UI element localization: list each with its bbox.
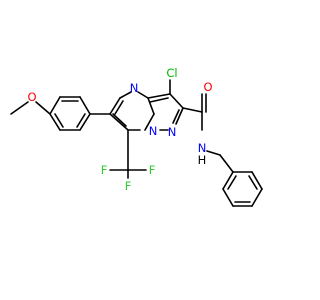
bond-py7-inner [112,113,127,127]
bond-ar1 [49,113,61,131]
bond-pz2 [169,93,184,109]
bond-pz3 [175,107,184,125]
bond-py3 [137,91,149,99]
bond-py2 [119,91,132,99]
bond-bz2-inner [248,175,258,190]
bond-py1-inner [114,100,124,115]
atom-n-ring-c: N [168,125,177,139]
atom-n-ring-a: N [130,81,139,95]
bond-ch3-o [10,101,29,115]
bond-pz1 [147,93,171,99]
bond-py1 [109,97,121,115]
bond-py7 [109,113,129,131]
bond-bz5 [222,188,234,207]
atom-n-amide: N [198,141,207,155]
bond-bz6-inner [227,175,237,190]
bond-py4 [147,97,155,115]
bond-ar5-inner [76,113,86,128]
atom-o-methoxy: O [27,90,36,104]
bond-bz3 [251,188,263,207]
bond-n-ch2 [206,150,221,156]
atom-f3: F [149,163,156,177]
bond-ar1-inner [54,113,64,128]
bond-bz2 [251,171,263,190]
molecule-diagram: O N Cl O N N N H F F F [10,66,263,207]
atom-n-ring-b: N [149,124,158,138]
molecule-structure: O N Cl O N N N H F F F [10,66,263,207]
bond-ar2 [49,96,61,115]
atom-cl: Cl [166,66,177,80]
atom-o-carbonyl: O [203,80,212,94]
bond-py5 [144,113,155,131]
bond-ar5 [79,113,91,131]
atom-h-amide: H [198,153,207,167]
bond-ch2-ring [219,154,234,173]
atom-f2: F [101,163,108,177]
atom-f1: F [125,179,132,193]
bond-pz3-inner [172,109,180,124]
bond-ar4 [79,96,91,115]
bonds [10,79,263,207]
bond-ring-carbonyl [182,107,203,113]
atom-labels: O N Cl O N N N H F F F [27,66,212,193]
bond-o-aryl [35,101,51,115]
bond-pz1-inner [149,97,169,103]
bond-bz6 [222,171,234,190]
